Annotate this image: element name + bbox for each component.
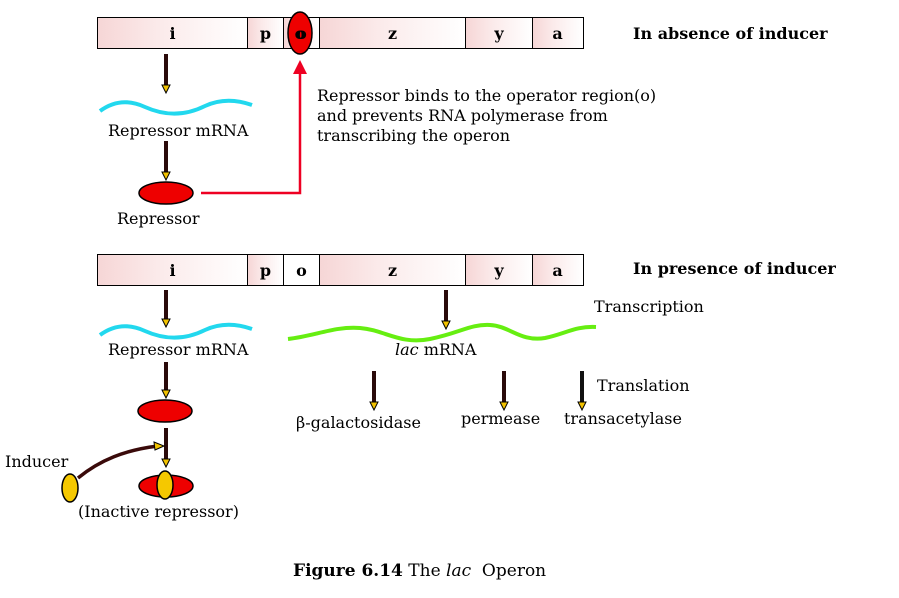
gene-p: p bbox=[248, 18, 284, 48]
transcription-label: Transcription bbox=[594, 297, 704, 316]
product-permease: permease bbox=[461, 409, 541, 428]
caption-pre: The bbox=[402, 561, 447, 581]
note-line-3: transcribing the operon bbox=[317, 126, 511, 145]
product-beta-galactosidase: β-galactosidase bbox=[296, 413, 421, 432]
binding-pointer-line bbox=[201, 72, 302, 195]
translation-arrow-icon bbox=[499, 371, 509, 412]
repressor-mrna-wave-bottom bbox=[98, 322, 253, 340]
repressor-mrna-wave-top bbox=[98, 98, 253, 116]
translation-label: Translation bbox=[597, 376, 690, 395]
caption-italic: lac bbox=[446, 561, 472, 581]
repressor-protein bbox=[138, 181, 194, 205]
arrow-down-icon bbox=[161, 290, 171, 329]
inactive-repressor-label: (Inactive repressor) bbox=[78, 502, 239, 521]
repressor-protein-bottom bbox=[137, 399, 193, 423]
product-transacetylase: transacetylase bbox=[564, 409, 682, 428]
inducer-arrowhead-icon bbox=[153, 441, 166, 451]
lac-mrna-rest: mRNA bbox=[418, 340, 477, 359]
lac-italic: lac bbox=[395, 340, 419, 359]
gene-z: z bbox=[320, 18, 466, 48]
arrow-down-icon bbox=[161, 428, 171, 469]
gene-y: y bbox=[466, 18, 533, 48]
figure-caption: Figure 6.14 The lac Operon bbox=[293, 561, 546, 581]
gene-y: y bbox=[466, 255, 533, 285]
gene-i: i bbox=[98, 255, 248, 285]
note-line-2: and prevents RNA polymerase from bbox=[317, 106, 608, 125]
figure-number: Figure 6.14 bbox=[293, 561, 403, 581]
arrow-down-icon bbox=[161, 54, 171, 95]
gene-i: i bbox=[98, 18, 248, 48]
operator-o-text: o bbox=[295, 24, 306, 43]
caption-post: Operon bbox=[471, 561, 547, 581]
arrow-down-icon bbox=[161, 141, 171, 182]
translation-arrow-icon bbox=[369, 371, 379, 412]
repressor-binding-note: Repressor binds to the operator region(o… bbox=[317, 86, 656, 146]
gene-o: o bbox=[284, 255, 320, 285]
lac-mrna-wave bbox=[287, 322, 597, 343]
repressor-mrna-label-bottom: Repressor mRNA bbox=[108, 340, 249, 359]
inducer-binding-arrow bbox=[76, 444, 159, 480]
condition-presence-heading: In presence of inducer bbox=[633, 259, 836, 278]
translation-arrow-icon bbox=[577, 371, 587, 412]
repressor-label: Repressor bbox=[117, 209, 200, 228]
arrow-down-icon bbox=[161, 362, 171, 400]
repressor-mrna-label-top: Repressor mRNA bbox=[108, 121, 249, 140]
binding-pointer-arrowhead-icon bbox=[293, 60, 307, 74]
gene-a: a bbox=[533, 255, 582, 285]
gene-z: z bbox=[320, 255, 466, 285]
repressor-on-operator bbox=[287, 11, 313, 55]
bound-inducer bbox=[156, 470, 174, 500]
transcription-arrow-icon bbox=[441, 290, 451, 331]
gene-p: p bbox=[248, 255, 284, 285]
operon-bar-absence: i p o z y a bbox=[97, 17, 584, 49]
operon-bar-presence: i p o z y a bbox=[97, 254, 584, 286]
condition-absence-heading: In absence of inducer bbox=[633, 24, 828, 43]
inducer-label: Inducer bbox=[5, 452, 69, 471]
inducer-molecule bbox=[61, 473, 79, 503]
note-line-1: Repressor binds to the operator region(o… bbox=[317, 86, 657, 105]
gene-a: a bbox=[533, 18, 582, 48]
lac-mrna-label: lac mRNA bbox=[395, 340, 476, 359]
